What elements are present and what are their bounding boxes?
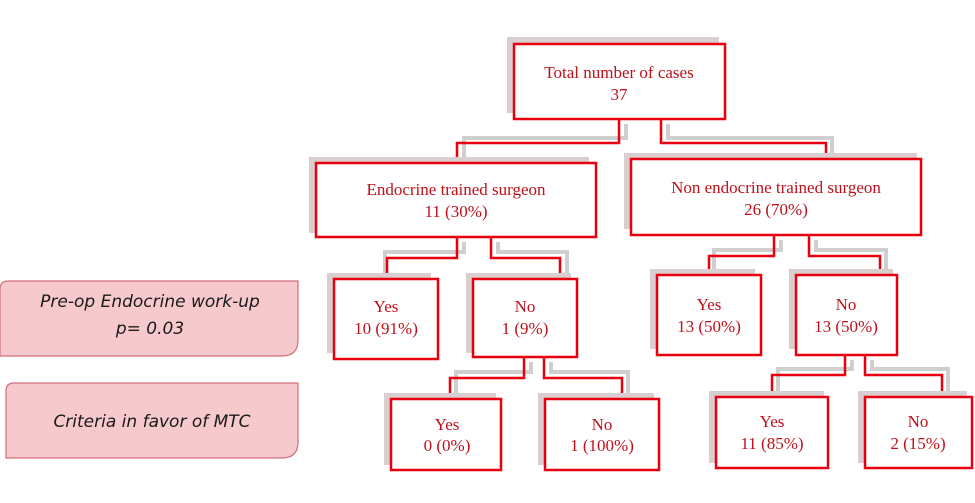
node-non-no-no-value: 2 (15%) bbox=[890, 434, 945, 453]
connector-non-no-no bbox=[863, 355, 944, 397]
node-endo-yes-value: 10 (91%) bbox=[354, 319, 418, 338]
node-endo-no-yes-title: Yes bbox=[435, 415, 460, 434]
node-endo-no-yes-value: 0 (0%) bbox=[424, 436, 471, 455]
node-non-endocrine-yes: Yes 13 (50%) bbox=[650, 269, 763, 357]
node-endocrine-surgeon: Endocrine trained surgeon 11 (30%) bbox=[309, 157, 598, 239]
node-non-no-no-title: No bbox=[908, 412, 929, 431]
node-endocrine-title: Endocrine trained surgeon bbox=[366, 180, 546, 199]
node-endo-no-no: No 1 (100%) bbox=[538, 393, 661, 472]
node-endo-no-yes: Yes 0 (0%) bbox=[384, 393, 503, 472]
connector-endo-no-yes bbox=[448, 357, 526, 399]
node-non-no-yes-title: Yes bbox=[760, 412, 785, 431]
node-non-endocrine-value: 26 (70%) bbox=[744, 200, 808, 219]
node-endo-no-title: No bbox=[515, 297, 536, 316]
node-non-no-yes-value: 11 (85%) bbox=[740, 434, 803, 453]
node-non-endocrine-surgeon: Non endocrine trained surgeon 26 (70%) bbox=[624, 153, 923, 237]
row-label-criteria-mtc: Criteria in favor of MTC bbox=[5, 382, 299, 459]
node-endo-no-no-value: 1 (100%) bbox=[570, 436, 634, 455]
node-endocrine-no: No 1 (9%) bbox=[466, 273, 579, 359]
connector-endocrine-no bbox=[489, 237, 562, 279]
node-non-no-value: 13 (50%) bbox=[814, 317, 878, 336]
node-non-yes-value: 13 (50%) bbox=[677, 317, 741, 336]
connector-total-non-endocrine bbox=[659, 119, 828, 159]
node-non-no-no: No 2 (15%) bbox=[858, 391, 974, 470]
node-total-cases: Total number of cases 37 bbox=[507, 37, 727, 121]
node-endo-no-value: 1 (9%) bbox=[502, 319, 549, 338]
connector-non-endocrine-yes bbox=[707, 235, 776, 275]
node-total-title: Total number of cases bbox=[544, 63, 693, 82]
node-non-no-title: No bbox=[836, 295, 857, 314]
node-non-endocrine-no: No 13 (50%) bbox=[789, 269, 899, 357]
connector-non-endocrine-no bbox=[807, 235, 882, 275]
node-endocrine-yes: Yes 10 (91%) bbox=[327, 273, 440, 361]
connector-non-no-yes bbox=[770, 355, 847, 397]
node-total-value: 37 bbox=[611, 85, 629, 104]
node-non-endocrine-title: Non endocrine trained surgeon bbox=[671, 178, 881, 197]
row-label-criteria-line1: Criteria in favor of MTC bbox=[53, 412, 250, 432]
connector-endo-no-no bbox=[542, 357, 624, 399]
row-label-preop-line2: p= 0.03 bbox=[115, 319, 184, 339]
node-non-no-yes: Yes 11 (85%) bbox=[709, 391, 830, 470]
row-label-preop-line1: Pre-op Endocrine work-up bbox=[40, 292, 260, 312]
connector-total-endocrine bbox=[455, 119, 621, 164]
connector-lines bbox=[383, 119, 950, 399]
node-endo-yes-title: Yes bbox=[374, 297, 399, 316]
node-endo-no-no-title: No bbox=[592, 415, 613, 434]
node-non-yes-title: Yes bbox=[697, 295, 722, 314]
node-endocrine-value: 11 (30%) bbox=[424, 202, 487, 221]
connector-endocrine-yes bbox=[385, 237, 459, 279]
row-label-preop-workup: Pre-op Endocrine work-up p= 0.03 bbox=[0, 280, 299, 357]
